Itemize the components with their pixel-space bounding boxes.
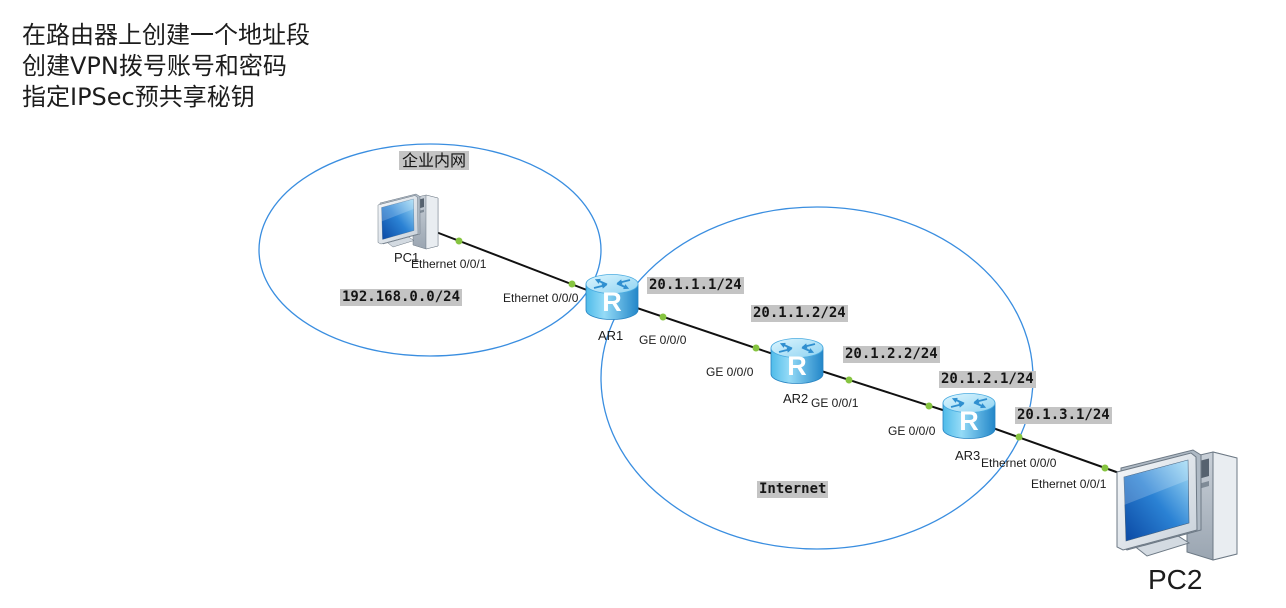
port-dot — [568, 280, 576, 288]
link-ar3-pc2 — [989, 426, 1123, 475]
router-arrow — [616, 279, 631, 285]
port-label: Ethernet 0/0/1 — [1031, 477, 1107, 491]
port-dot — [659, 313, 667, 321]
internet-zone-label: Internet — [757, 481, 829, 498]
router-r-glyph: R — [959, 406, 979, 436]
annotation-notes: 在路由器上创建一个地址段 创建VPN拨号账号和密码 指定IPSec预共享秘钥 — [22, 20, 310, 113]
ip-address-label: 20.1.1.1/24 — [647, 277, 744, 294]
port-label: GE 0/0/0 — [706, 365, 754, 379]
intranet-subnet-label: 192.168.0.0/24 — [340, 289, 463, 306]
port-dot — [752, 344, 760, 352]
router-arrow — [973, 398, 988, 404]
pc-icon[interactable] — [377, 193, 439, 250]
router-body — [585, 283, 639, 320]
port-dot — [455, 237, 463, 245]
ip-address-label: 20.1.3.1/24 — [1015, 407, 1112, 424]
ip-address-label: 20.1.2.2/24 — [843, 346, 940, 363]
ip-address-label: 20.1.1.2/24 — [751, 305, 848, 322]
port-label: GE 0/0/1 — [811, 396, 859, 410]
port-label: GE 0/0/0 — [639, 333, 687, 347]
router-arrow — [778, 347, 793, 353]
router-arrows — [778, 342, 816, 354]
pc-screen-glare — [381, 199, 414, 222]
pc-screen — [1123, 459, 1190, 542]
port-label: Ethernet 0/0/0 — [503, 291, 579, 305]
device-label-pc1: PC1 — [394, 250, 420, 265]
pc-icon[interactable] — [1116, 449, 1238, 561]
note-line: 指定IPSec预共享秘钥 — [22, 83, 255, 111]
pc-screen — [381, 198, 415, 240]
device-label-ar3: AR3 — [955, 448, 981, 463]
router-icon[interactable]: R — [770, 338, 824, 384]
device-label-pc2: PC2 — [1148, 564, 1203, 595]
port-label: Ethernet 0/0/1 — [411, 257, 487, 271]
note-line: 在路由器上创建一个地址段 — [22, 21, 310, 49]
router-body — [770, 347, 824, 384]
device-label-ar2: AR2 — [783, 391, 809, 406]
router-icon[interactable]: R — [585, 274, 639, 320]
router-arrows — [593, 278, 631, 290]
router-r-glyph: R — [602, 287, 622, 317]
router-arrows — [950, 397, 988, 409]
router-arrow — [593, 283, 608, 289]
router-body — [942, 402, 996, 439]
note-line: 创建VPN拨号账号和密码 — [22, 52, 287, 80]
intranet-zone-outline — [258, 143, 602, 357]
ip-address-label: 20.1.2.1/24 — [939, 371, 1036, 388]
port-dot — [845, 376, 853, 384]
intranet-zone-label: 企业内网 — [399, 151, 470, 170]
router-arrow — [950, 402, 965, 408]
device-label-ar1: AR1 — [598, 328, 624, 343]
port-dot — [1101, 464, 1109, 472]
router-arrow — [801, 343, 816, 349]
port-dot — [925, 402, 933, 410]
port-label: Ethernet 0/0/0 — [981, 456, 1057, 470]
router-r-glyph: R — [787, 351, 807, 381]
pc-screen-glare — [1124, 460, 1188, 505]
port-label: GE 0/0/0 — [888, 424, 936, 438]
router-icon[interactable]: R — [942, 393, 996, 439]
port-dot — [1015, 433, 1023, 441]
